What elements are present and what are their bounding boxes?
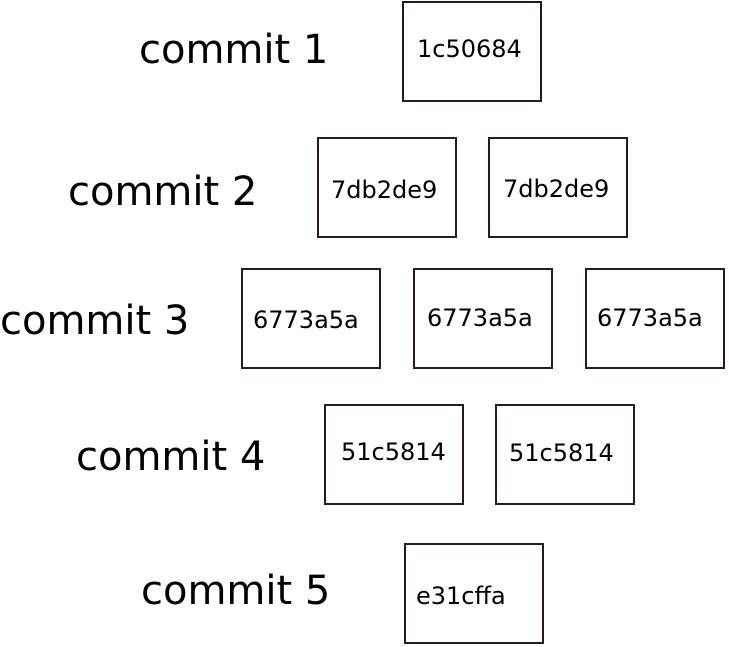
commit-hash: 1c50684 (417, 35, 522, 63)
commit-label: commit 3 (0, 298, 190, 344)
commit-hash-box (495, 404, 635, 505)
commit-hash: 6773a5a (427, 304, 533, 332)
commit-hash: 6773a5a (253, 306, 359, 334)
commit-hash: 51c5814 (341, 438, 446, 466)
commit-hash-box (317, 137, 457, 238)
commit-hash-box (413, 268, 553, 369)
commit-hash-box (324, 404, 464, 505)
commit-hash: 6773a5a (597, 304, 703, 332)
commit-hash-box (585, 268, 725, 369)
commit-hash: 7db2de9 (503, 175, 610, 203)
commit-label: commit 5 (141, 568, 331, 614)
commit-hash: 51c5814 (509, 439, 614, 467)
commit-hash: 7db2de9 (331, 176, 438, 204)
commit-label: commit 2 (68, 169, 258, 215)
commit-label: commit 1 (139, 27, 329, 73)
commit-hash: e31cffa (416, 582, 506, 610)
commit-label: commit 4 (76, 434, 266, 480)
commit-hash-box (404, 543, 544, 644)
commit-hash-box (402, 1, 542, 102)
commit-hash-box (488, 137, 628, 238)
commit-hash-box (241, 268, 381, 369)
